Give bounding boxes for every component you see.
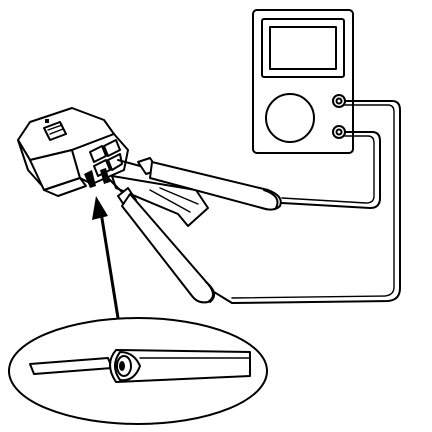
arrow-icon (92, 196, 120, 320)
probe-lower-end (205, 281, 216, 303)
test-lead-wires (213, 100, 401, 304)
probe-lower (105, 175, 216, 304)
multimeter-jack-bottom (332, 125, 346, 139)
arrow-head (92, 196, 108, 220)
connector-icon (17, 107, 209, 227)
test-lead-inner-wire (281, 131, 381, 209)
test-lead-outer-wire (213, 100, 401, 304)
probe-upper (117, 157, 282, 211)
multimeter-icon (252, 9, 354, 154)
arrow-shaft (98, 204, 120, 320)
multimeter-dial (265, 93, 315, 143)
connector-cavities (84, 139, 123, 188)
multimeter-jack-top (332, 94, 346, 108)
connector-latch (43, 121, 67, 141)
magnifier-icon (8, 317, 268, 425)
multimeter-display (269, 26, 337, 70)
test-lead-outer-wire-inner (231, 104, 395, 299)
probe-upper-tip (117, 159, 141, 167)
connector-latch-dot (45, 119, 49, 123)
test-lead-inner-wire-inner (281, 135, 375, 204)
probe-upper-end (263, 189, 279, 209)
probe-upper-handle (149, 161, 282, 211)
probe-icon (105, 157, 282, 304)
detail-wire-core-dot (119, 361, 125, 371)
connector-lower-step (43, 177, 87, 197)
